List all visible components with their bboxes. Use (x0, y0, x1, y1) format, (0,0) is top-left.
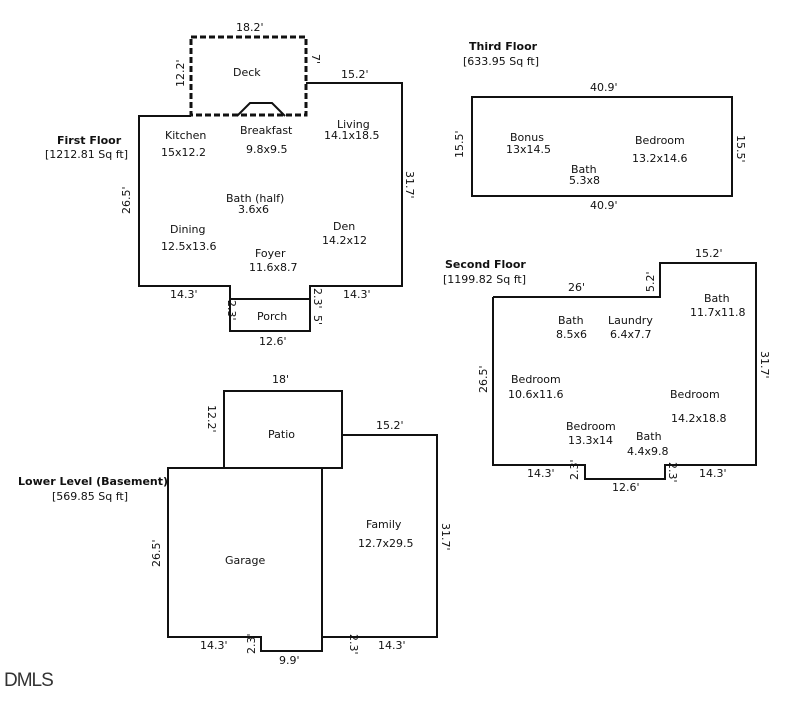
dim-deck-offset: 7' (309, 54, 322, 64)
dim-second-bottom-mid: 12.6' (612, 481, 640, 494)
second-floor-sqft: [1199.82 Sq ft] (443, 273, 526, 286)
dim-lower-jog-left: 2.3' (245, 633, 258, 654)
dim-porch-left: 2.3' (225, 300, 238, 321)
dim-lower-bottom-left: 14.3' (200, 639, 228, 652)
room-label-second-bath-1: Bath (704, 292, 730, 305)
room-label-living: Living (337, 118, 370, 131)
room-label-second-bedroom-1: Bedroom (511, 373, 561, 386)
room-size-den: 14.2x12 (322, 234, 367, 247)
dim-patio-depth: 12.2' (205, 405, 218, 433)
room-label-dining: Dining (170, 223, 206, 236)
room-label-second-bath-2: Bath (558, 314, 584, 327)
room-label-garage: Garage (225, 554, 266, 567)
room-size-second-bath-3: 4.4x9.8 (627, 445, 669, 458)
dim-first-right: 31.7' (403, 171, 416, 199)
first-floor: First Floor [1212.81 Sq ft] Deck Kitchen… (45, 21, 416, 348)
dim-second-jog-right: 2.3' (666, 462, 679, 483)
room-size-laundry: 6.4x7.7 (610, 328, 652, 341)
room-label-third-bedroom: Bedroom (635, 134, 685, 147)
room-label-laundry: Laundry (608, 314, 653, 327)
dim-second-step: 5.2' (644, 271, 657, 292)
dim-second-right: 31.7' (758, 351, 771, 379)
room-size-second-bedroom-3: 13.3x14 (568, 434, 613, 447)
room-size-half-bath: 3.6x6 (238, 203, 269, 216)
room-label-third-bath: Bath (571, 163, 597, 176)
first-floor-walls (138, 82, 403, 332)
room-label-second-bath-3: Bath (636, 430, 662, 443)
room-label-kitchen: Kitchen (165, 129, 206, 142)
room-label-porch: Porch (257, 310, 287, 323)
dim-first-bottom-right: 14.3' (343, 288, 371, 301)
room-size-third-bath: 5.3x8 (569, 174, 600, 187)
deck-outline (189, 35, 308, 117)
dim-lower-left: 26.5' (150, 539, 163, 567)
lower-level: Lower Level (Basement) [569.85 Sq ft] Pa… (18, 373, 452, 667)
dim-lower-bottom-mid: 9.9' (279, 654, 300, 667)
dim-third-right: 15.5' (734, 135, 747, 163)
dim-lower-bottom-right: 14.3' (378, 639, 406, 652)
room-label-deck: Deck (233, 66, 261, 79)
room-size-kitchen: 15x12.2 (161, 146, 206, 159)
dim-second-bottom-left: 14.3' (527, 467, 555, 480)
second-floor-title: Second Floor (445, 258, 526, 271)
room-label-second-bedroom-3: Bedroom (566, 420, 616, 433)
third-floor-title: Third Floor (469, 40, 538, 53)
dim-second-jog-left: 2.3' (568, 459, 581, 480)
dim-third-top: 40.9' (590, 81, 618, 94)
third-floor-sqft: [633.95 Sq ft] (463, 55, 539, 68)
dim-deck-depth: 12.2' (174, 59, 187, 87)
dim-first-top-right: 15.2' (341, 68, 369, 81)
mls-watermark: DMLS (4, 670, 53, 691)
room-label-half-bath: Bath (half) (226, 192, 284, 205)
room-label-bonus: Bonus (510, 131, 544, 144)
dim-lower-jog-right: 2.3' (347, 634, 360, 655)
room-label-second-bedroom-2: Bedroom (670, 388, 720, 401)
room-size-third-bedroom: 13.2x14.6 (632, 152, 688, 165)
first-floor-sqft: [1212.81 Sq ft] (45, 148, 128, 161)
dim-third-bottom: 40.9' (590, 199, 618, 212)
second-floor: Second Floor [1199.82 Sq ft] Bath 11.7x1… (443, 247, 771, 494)
room-size-bonus: 13x14.5 (506, 143, 551, 156)
room-label-den: Den (333, 220, 355, 233)
room-size-second-bath-2: 8.5x6 (556, 328, 587, 341)
room-label-breakfast: Breakfast (240, 124, 293, 137)
dim-second-left: 26.5' (477, 365, 490, 393)
dim-second-bottom-right: 14.3' (699, 467, 727, 480)
dim-lower-top-right: 15.2' (376, 419, 404, 432)
dim-third-left: 15.5' (453, 130, 466, 158)
room-size-breakfast: 9.8x9.5 (246, 143, 288, 156)
first-floor-title: First Floor (57, 134, 122, 147)
room-size-second-bath-1: 11.7x11.8 (690, 306, 746, 319)
room-size-living: 14.1x18.5 (324, 129, 380, 142)
dim-lower-right: 31.7' (439, 523, 452, 551)
room-label-patio: Patio (268, 428, 295, 441)
patio-outline (223, 390, 343, 469)
dim-second-top-right: 15.2' (695, 247, 723, 260)
lower-level-walls (167, 434, 438, 652)
room-size-second-bedroom-2: 14.2x18.8 (671, 412, 727, 425)
third-floor: Third Floor [633.95 Sq ft] Bonus 13x14.5… (453, 40, 747, 212)
room-size-foyer: 11.6x8.7 (249, 261, 298, 274)
third-floor-walls (471, 96, 733, 197)
room-label-family: Family (366, 518, 402, 531)
room-size-family: 12.7x29.5 (358, 537, 414, 550)
dim-porch-width: 12.6' (259, 335, 287, 348)
dim-porch-right: 2.3' (311, 288, 324, 309)
second-floor-walls (492, 262, 757, 480)
lower-level-sqft: [569.85 Sq ft] (52, 490, 128, 503)
room-size-second-bedroom-1: 10.6x11.6 (508, 388, 564, 401)
breakfast-bay (236, 102, 286, 117)
dim-first-left: 26.5' (120, 186, 133, 214)
dim-deck-width: 18.2' (236, 21, 264, 34)
dim-patio-width: 18' (272, 373, 289, 386)
dim-porch-depth: 5' (311, 315, 324, 325)
room-label-foyer: Foyer (255, 247, 286, 260)
lower-level-title: Lower Level (Basement) (18, 475, 168, 488)
dim-second-top-left: 26' (568, 281, 585, 294)
room-size-dining: 12.5x13.6 (161, 240, 217, 253)
dim-first-bottom-left: 14.3' (170, 288, 198, 301)
